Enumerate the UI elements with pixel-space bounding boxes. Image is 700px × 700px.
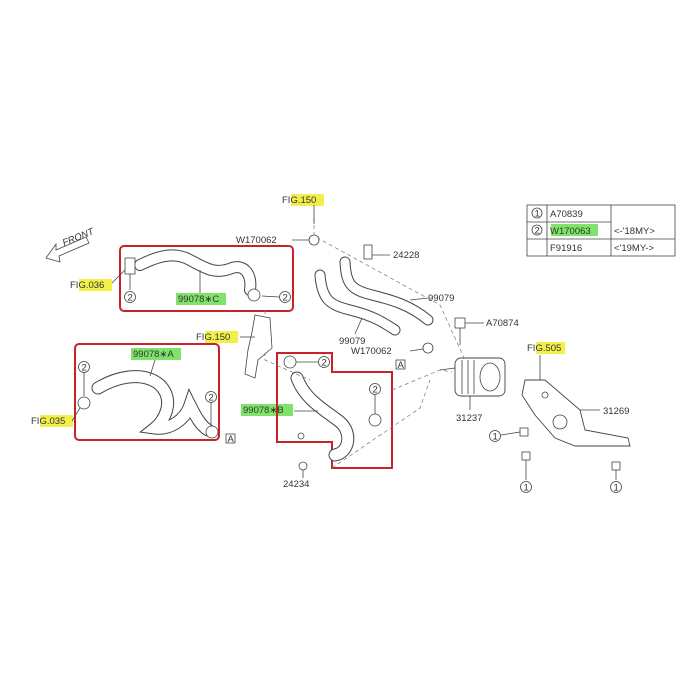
- legend-row-2-num: 2: [535, 226, 540, 237]
- part-label-hose-a: 99078∗A: [133, 349, 174, 360]
- hose-b-shape: [283, 355, 382, 462]
- part-label-99079-mid: 99079: [339, 336, 365, 347]
- part-label-hose-c: 99078∗C: [178, 294, 219, 305]
- marker-circle-2-label: 2: [373, 385, 378, 396]
- fig-label-right: FIG.505: [527, 343, 561, 354]
- legend-row-2-note: <-'18MY>: [614, 226, 655, 237]
- marker-circle-2: [369, 383, 381, 395]
- marker-circle-2-label: 2: [322, 358, 327, 369]
- ref-a-label: A: [398, 360, 405, 371]
- legend-row-2-part: W170063: [550, 226, 591, 237]
- marker-circle-1-label: 1: [524, 483, 529, 494]
- marker-circle-1-label: 1: [614, 483, 619, 494]
- legend-row-3-note: <'19MY->: [614, 243, 654, 254]
- legend-row-1-num: 1: [535, 209, 540, 220]
- part-label-99079-right: 99079: [428, 293, 454, 304]
- marker-circle-1: [489, 430, 501, 442]
- part-label-w170062-mid: W170062: [351, 346, 392, 357]
- part-label-w170062-top: W170062: [236, 235, 277, 246]
- marker-circle-2: [78, 361, 90, 373]
- marker-circle-1-label: 1: [493, 432, 498, 443]
- marker-circle-1: [610, 481, 622, 493]
- fig-label-left-upper: FIG.036: [70, 280, 104, 291]
- part-label-31237: 31237: [456, 413, 482, 424]
- fig-label-left-lower: FIG.035: [31, 416, 65, 427]
- marker-circle-2: [205, 391, 217, 403]
- legend-table: [526, 204, 676, 257]
- front-arrow-icon: [45, 236, 90, 263]
- fig-label-top: FIG.150: [282, 195, 316, 206]
- bracket-mid-shape: [244, 314, 273, 379]
- hose-a-shape: [77, 370, 219, 439]
- legend-row-1-part: A70839: [550, 209, 583, 220]
- legend-row-3-part: F91916: [550, 243, 582, 254]
- ref-a-label: A: [228, 434, 235, 445]
- bracket-31269-shape: [521, 379, 631, 447]
- callout-box-hose-a: [74, 343, 220, 441]
- ref-box-a: [395, 359, 406, 370]
- pipe-99079-shapes: [314, 244, 434, 336]
- marker-circle-2-label: 2: [209, 393, 214, 404]
- part-label-24234: 24234: [283, 479, 309, 490]
- marker-circle-2: [124, 291, 136, 303]
- part-label-hose-b: 99078∗B: [243, 405, 284, 416]
- cooler-31237-shape: [439, 357, 506, 397]
- marker-circle-2-label: 2: [82, 363, 87, 374]
- marker-circle-2-label: 2: [128, 293, 133, 304]
- callout-box-hose-b: [276, 352, 393, 469]
- marker-circle-2-label: 2: [283, 293, 288, 304]
- fig-label-mid: FIG.150: [196, 332, 230, 343]
- hose-c-shape: [124, 249, 261, 302]
- part-label-a70874: A70874: [486, 318, 519, 329]
- marker-circle-2: [318, 356, 330, 368]
- part-label-31269: 31269: [603, 406, 629, 417]
- callout-box-hose-c: [119, 245, 294, 312]
- marker-circle-2: [279, 291, 291, 303]
- part-label-24228: 24228: [393, 250, 419, 261]
- marker-circle-1: [520, 481, 532, 493]
- ref-box-a: [225, 433, 236, 444]
